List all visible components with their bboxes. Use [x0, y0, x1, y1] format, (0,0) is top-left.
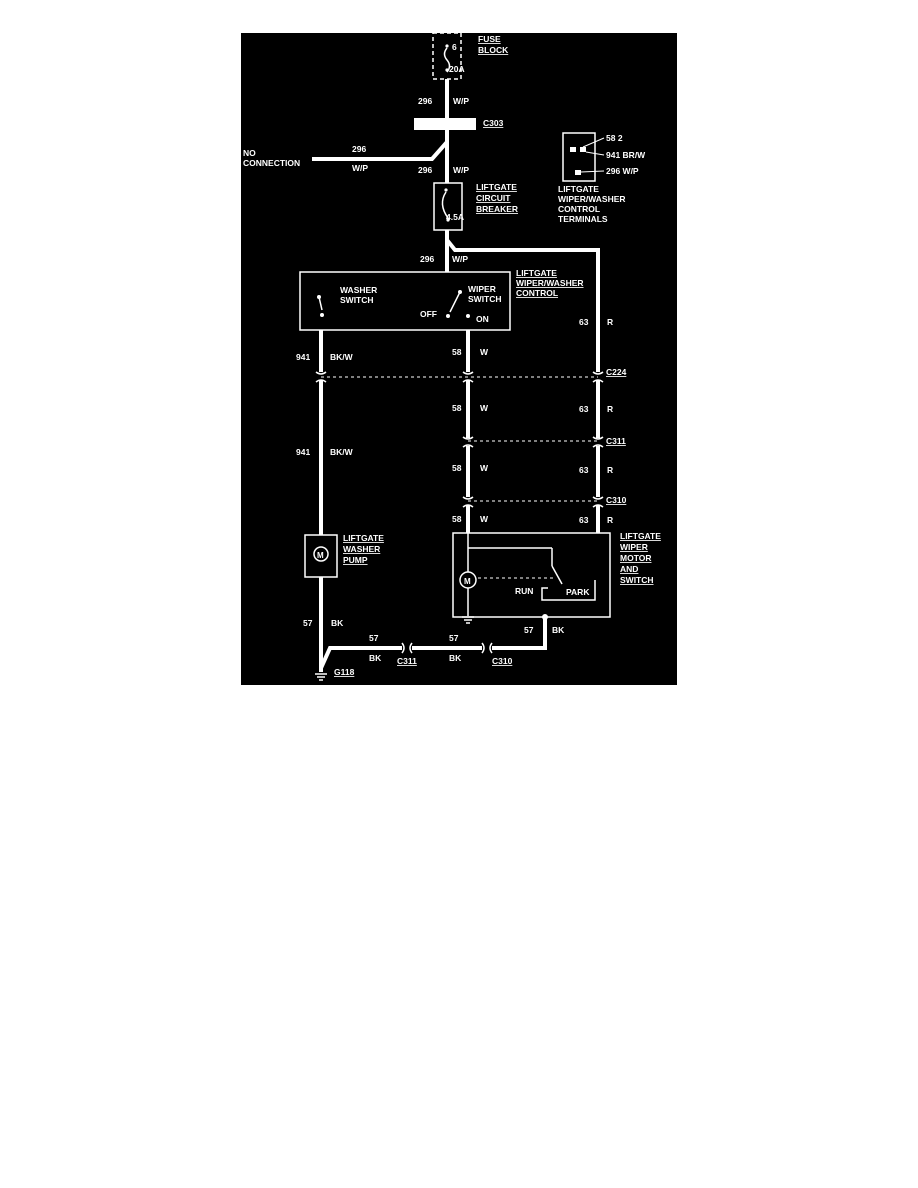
terminal-2: 941 BR/W	[606, 150, 646, 160]
connector-c303-label: C303	[483, 118, 504, 128]
connector-c310-lower-label: C310	[492, 656, 513, 666]
washer-pump-label-2: WASHER	[343, 544, 380, 554]
wire-941-color-2: BK/W	[330, 447, 354, 457]
wiper-motor-label-5: SWITCH	[620, 575, 654, 585]
control-terminals: 58 2 941 BR/W 296 W/P LIFTGATE WIPER/WAS…	[558, 132, 646, 224]
wire-58-label-2: 58	[452, 403, 462, 413]
wire-63-label-4: 63	[579, 515, 589, 525]
washer-pump-label-1: LIFTGATE	[343, 533, 384, 543]
wire-57-label-2: 57	[369, 633, 379, 643]
washer-pump-motor: M	[317, 551, 324, 560]
terminals-label-3: CONTROL	[558, 204, 600, 214]
connector-c310-upper: C310	[462, 495, 627, 508]
wiper-motor-label-1: LIFTGATE	[620, 531, 661, 541]
connector-c224-label: C224	[606, 367, 627, 377]
terminals-label-4: TERMINALS	[558, 214, 608, 224]
ground-g118: G118	[315, 667, 355, 681]
washer-switch-label-2: SWITCH	[340, 295, 374, 305]
connector-c311-lower-label: C311	[397, 656, 417, 666]
washer-switch-label-1: WASHER	[340, 285, 377, 295]
wiper-park-label: PARK	[566, 587, 590, 597]
wiper-motor-label-4: AND	[620, 564, 638, 574]
wire-63-color-2: R	[607, 404, 613, 414]
wire-57-label-4: 57	[524, 625, 534, 635]
wire-941-color-1: BK/W	[330, 352, 354, 362]
wiper-motor-label-2: WIPER	[620, 542, 648, 552]
wire-58-color-3: W	[480, 463, 489, 473]
breaker-label-1: LIFTGATE	[476, 182, 517, 192]
wire-58-color-4: W	[480, 514, 489, 524]
breaker-rating: 4.5A	[446, 212, 464, 222]
connector-c224: C224	[315, 367, 627, 383]
washer-pump-label-3: PUMP	[343, 555, 368, 565]
terminal-3: 296 W/P	[606, 166, 639, 176]
fuse-block-label-1: FUSE	[478, 34, 501, 44]
wire-296-color-2: W/P	[453, 165, 469, 175]
wire-63-label-1: 63	[579, 317, 589, 327]
wire-57-color-2: BK	[369, 653, 382, 663]
terminals-label-2: WIPER/WASHER	[558, 194, 626, 204]
control-label-1: LIFTGATE	[516, 268, 557, 278]
terminal-1: 58 2	[606, 133, 623, 143]
wire-296-label-2: 296	[418, 165, 432, 175]
terminals-label-1: LIFTGATE	[558, 184, 599, 194]
wiper-switch-label-1: WIPER	[468, 284, 496, 294]
wiper-off-label: OFF	[420, 309, 437, 319]
breaker-label-2: CIRCUIT	[476, 193, 511, 203]
wire-941-label-1: 941	[296, 352, 310, 362]
connector-c303: C303	[414, 118, 504, 130]
wire-296-color-1: W/P	[453, 96, 469, 106]
no-connection-color: W/P	[352, 163, 368, 173]
control-label-3: CONTROL	[516, 288, 558, 298]
wire-58-label-4: 58	[452, 514, 462, 524]
circuit-breaker: 4.5A LIFTGATE CIRCUIT BREAKER	[433, 182, 518, 231]
fuse-rating: 20A	[449, 64, 465, 74]
no-connection-circuit: 296	[352, 144, 366, 154]
wiper-motor-m: M	[464, 577, 471, 586]
wire-296-color-3: W/P	[452, 254, 468, 264]
wire-58-label-3: 58	[452, 463, 462, 473]
wire-57-label-1: 57	[303, 618, 313, 628]
wire-63-color-4: R	[607, 515, 613, 525]
wiper-on-label: ON	[476, 314, 489, 324]
wire-63-red	[445, 238, 600, 533]
wire-58-label-1: 58	[452, 347, 462, 357]
wire-57-color-1: BK	[331, 618, 344, 628]
wire-941-label-2: 941	[296, 447, 310, 457]
no-connection-label-2: CONNECTION	[243, 158, 300, 168]
wire-58-color-1: W	[480, 347, 489, 357]
wire-63-label-2: 63	[579, 404, 589, 414]
motor-ground-icon	[462, 616, 474, 624]
breaker-label-3: BREAKER	[476, 204, 518, 214]
control-label-2: WIPER/WASHER	[516, 278, 584, 288]
connector-c310-upper-label: C310	[606, 495, 627, 505]
wire-57-ground	[319, 577, 548, 672]
wire-57-color-3: BK	[449, 653, 462, 663]
wire-57-color-4: BK	[552, 625, 565, 635]
wire-57-label-3: 57	[449, 633, 459, 643]
wire-58-color-2: W	[480, 403, 489, 413]
wiper-run-label: RUN	[515, 586, 533, 596]
connector-c311-upper: C311	[462, 436, 626, 448]
wire-63-label-3: 63	[579, 465, 589, 475]
no-connection-branch: NO CONNECTION 296 W/P	[243, 140, 449, 173]
fuse-block-label-2: BLOCK	[478, 45, 509, 55]
wire-63-color-1: R	[607, 317, 613, 327]
connector-c311-upper-label: C311	[606, 436, 626, 446]
wire-63-color-3: R	[607, 465, 613, 475]
fuse-number: 6	[452, 42, 457, 52]
no-connection-label-1: NO	[243, 148, 256, 158]
wiper-motor-switch: M RUN PARK LIFTGATE WIPER MOTOR AND SWIT…	[452, 531, 661, 618]
wiper-switch-label-2: SWITCH	[468, 294, 502, 304]
wire-296-label-1: 296	[418, 96, 432, 106]
wire-296-label-3: 296	[420, 254, 434, 264]
wiper-motor-label-3: MOTOR	[620, 553, 651, 563]
ground-g118-label: G118	[334, 667, 355, 677]
wiper-washer-control: WASHER SWITCH WIPER SWITCH OFF ON LIFTGA…	[299, 268, 584, 331]
